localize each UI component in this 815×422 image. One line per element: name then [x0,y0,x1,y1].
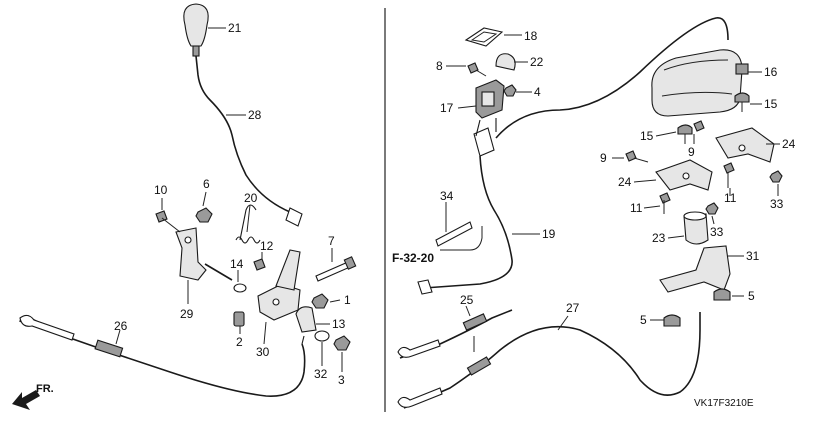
box-grommet [735,63,749,75]
cable-27-spring [397,387,443,408]
callout-9b: 9 [600,151,607,165]
nut-1 [311,293,329,309]
callout-6: 6 [203,177,210,191]
screw-9a [625,150,637,162]
cap-22 [495,53,516,71]
shift-lever-assembly [12,3,357,410]
left-leader-lines [115,27,343,372]
callout-24a: 24 [782,137,796,151]
callout-3: 3 [338,373,345,387]
callout-9a: 9 [688,145,695,159]
callout-25: 25 [460,293,474,307]
lever-end [285,207,303,227]
diagram-code: VK17F3210E [694,398,754,409]
cable-27-adjuster [466,356,492,376]
callout-10: 10 [154,183,168,197]
plug-15a [734,92,750,103]
spacer-2 [233,311,245,327]
callout-27: 27 [566,301,580,315]
callout-32: 32 [314,367,328,381]
callout-20: 20 [244,191,258,205]
callout-21: 21 [228,21,242,35]
callout-23: 23 [652,231,666,245]
section-reference: F-32-20 [392,251,434,265]
nut-3 [333,335,351,351]
front-direction-arrow [12,390,40,410]
callout-11b: 11 [724,191,737,205]
right-leader-lines [445,34,780,331]
bracket-24a [715,127,775,163]
switch-cable [495,17,729,139]
mount-bracket [175,227,207,281]
callout-22: 22 [530,55,544,69]
cable-19-end [417,279,433,295]
callout-5b: 5 [640,313,647,327]
collar-23 [683,213,709,245]
control-box-16 [651,49,743,117]
callout-33a: 33 [710,225,724,239]
callout-24b: 24 [618,175,632,189]
knob-collar [192,45,200,57]
plug-15b [677,124,693,135]
callout-26: 26 [114,319,128,333]
grommet-5a [713,288,731,301]
control-box-assembly [397,17,783,409]
screw-8 [467,62,479,74]
callout-34: 34 [440,189,454,203]
cable-26-adjuster [94,339,124,358]
callout-33b: 33 [770,197,784,211]
callout-14: 14 [230,257,244,271]
callout-7: 7 [328,234,335,248]
cable-27 [403,312,701,409]
nut-4 [503,84,517,97]
pin-34 [435,221,473,247]
cable-19 [423,155,513,289]
nut-33a [705,202,719,215]
callout-18: 18 [524,29,538,43]
long-bolt-7 [315,261,351,282]
callout-28: 28 [248,108,262,122]
bracket-hole [184,236,192,244]
callout-29: 29 [180,307,194,321]
bracket-31 [659,245,731,293]
callout-15b: 15 [640,129,654,143]
callout-2: 2 [236,335,243,349]
callout-30: 30 [256,345,270,359]
callout-19: 19 [542,227,556,241]
callout-17: 17 [440,101,454,115]
grommet-5b [663,314,681,327]
callout-5a: 5 [748,289,755,303]
pivot-arm [275,249,301,291]
cable-25-spring [397,339,441,358]
bolt-11a [659,192,671,204]
callout-4: 4 [534,85,541,99]
connector [473,127,495,157]
callout-31: 31 [746,249,760,263]
callout-12: 12 [260,239,274,253]
cable-26-end-left [19,314,75,341]
nut-33b [769,170,783,183]
callout-16: 16 [764,65,778,79]
bolt-12 [253,258,266,271]
callout-8: 8 [436,59,443,73]
washer-14 [233,283,247,293]
bolt-11b [723,162,735,174]
screw-9b [693,120,705,132]
front-direction-label: FR. [36,383,54,395]
shift-lever-rod [195,55,297,219]
shift-knob [183,3,209,47]
cable-clamp-13 [295,306,317,333]
callout-numbers: 21 28 10 6 20 12 7 14 1 29 2 30 13 32 3 … [114,21,796,387]
cable-25-adjuster [462,313,488,331]
callout-15a: 15 [764,97,778,111]
cable-25 [399,309,513,359]
nut-6 [195,207,213,223]
washer-32 [314,330,330,342]
callout-11a: 11 [630,201,643,215]
seal-18 [464,27,504,47]
callout-1: 1 [344,293,351,307]
callout-13: 13 [332,317,346,331]
